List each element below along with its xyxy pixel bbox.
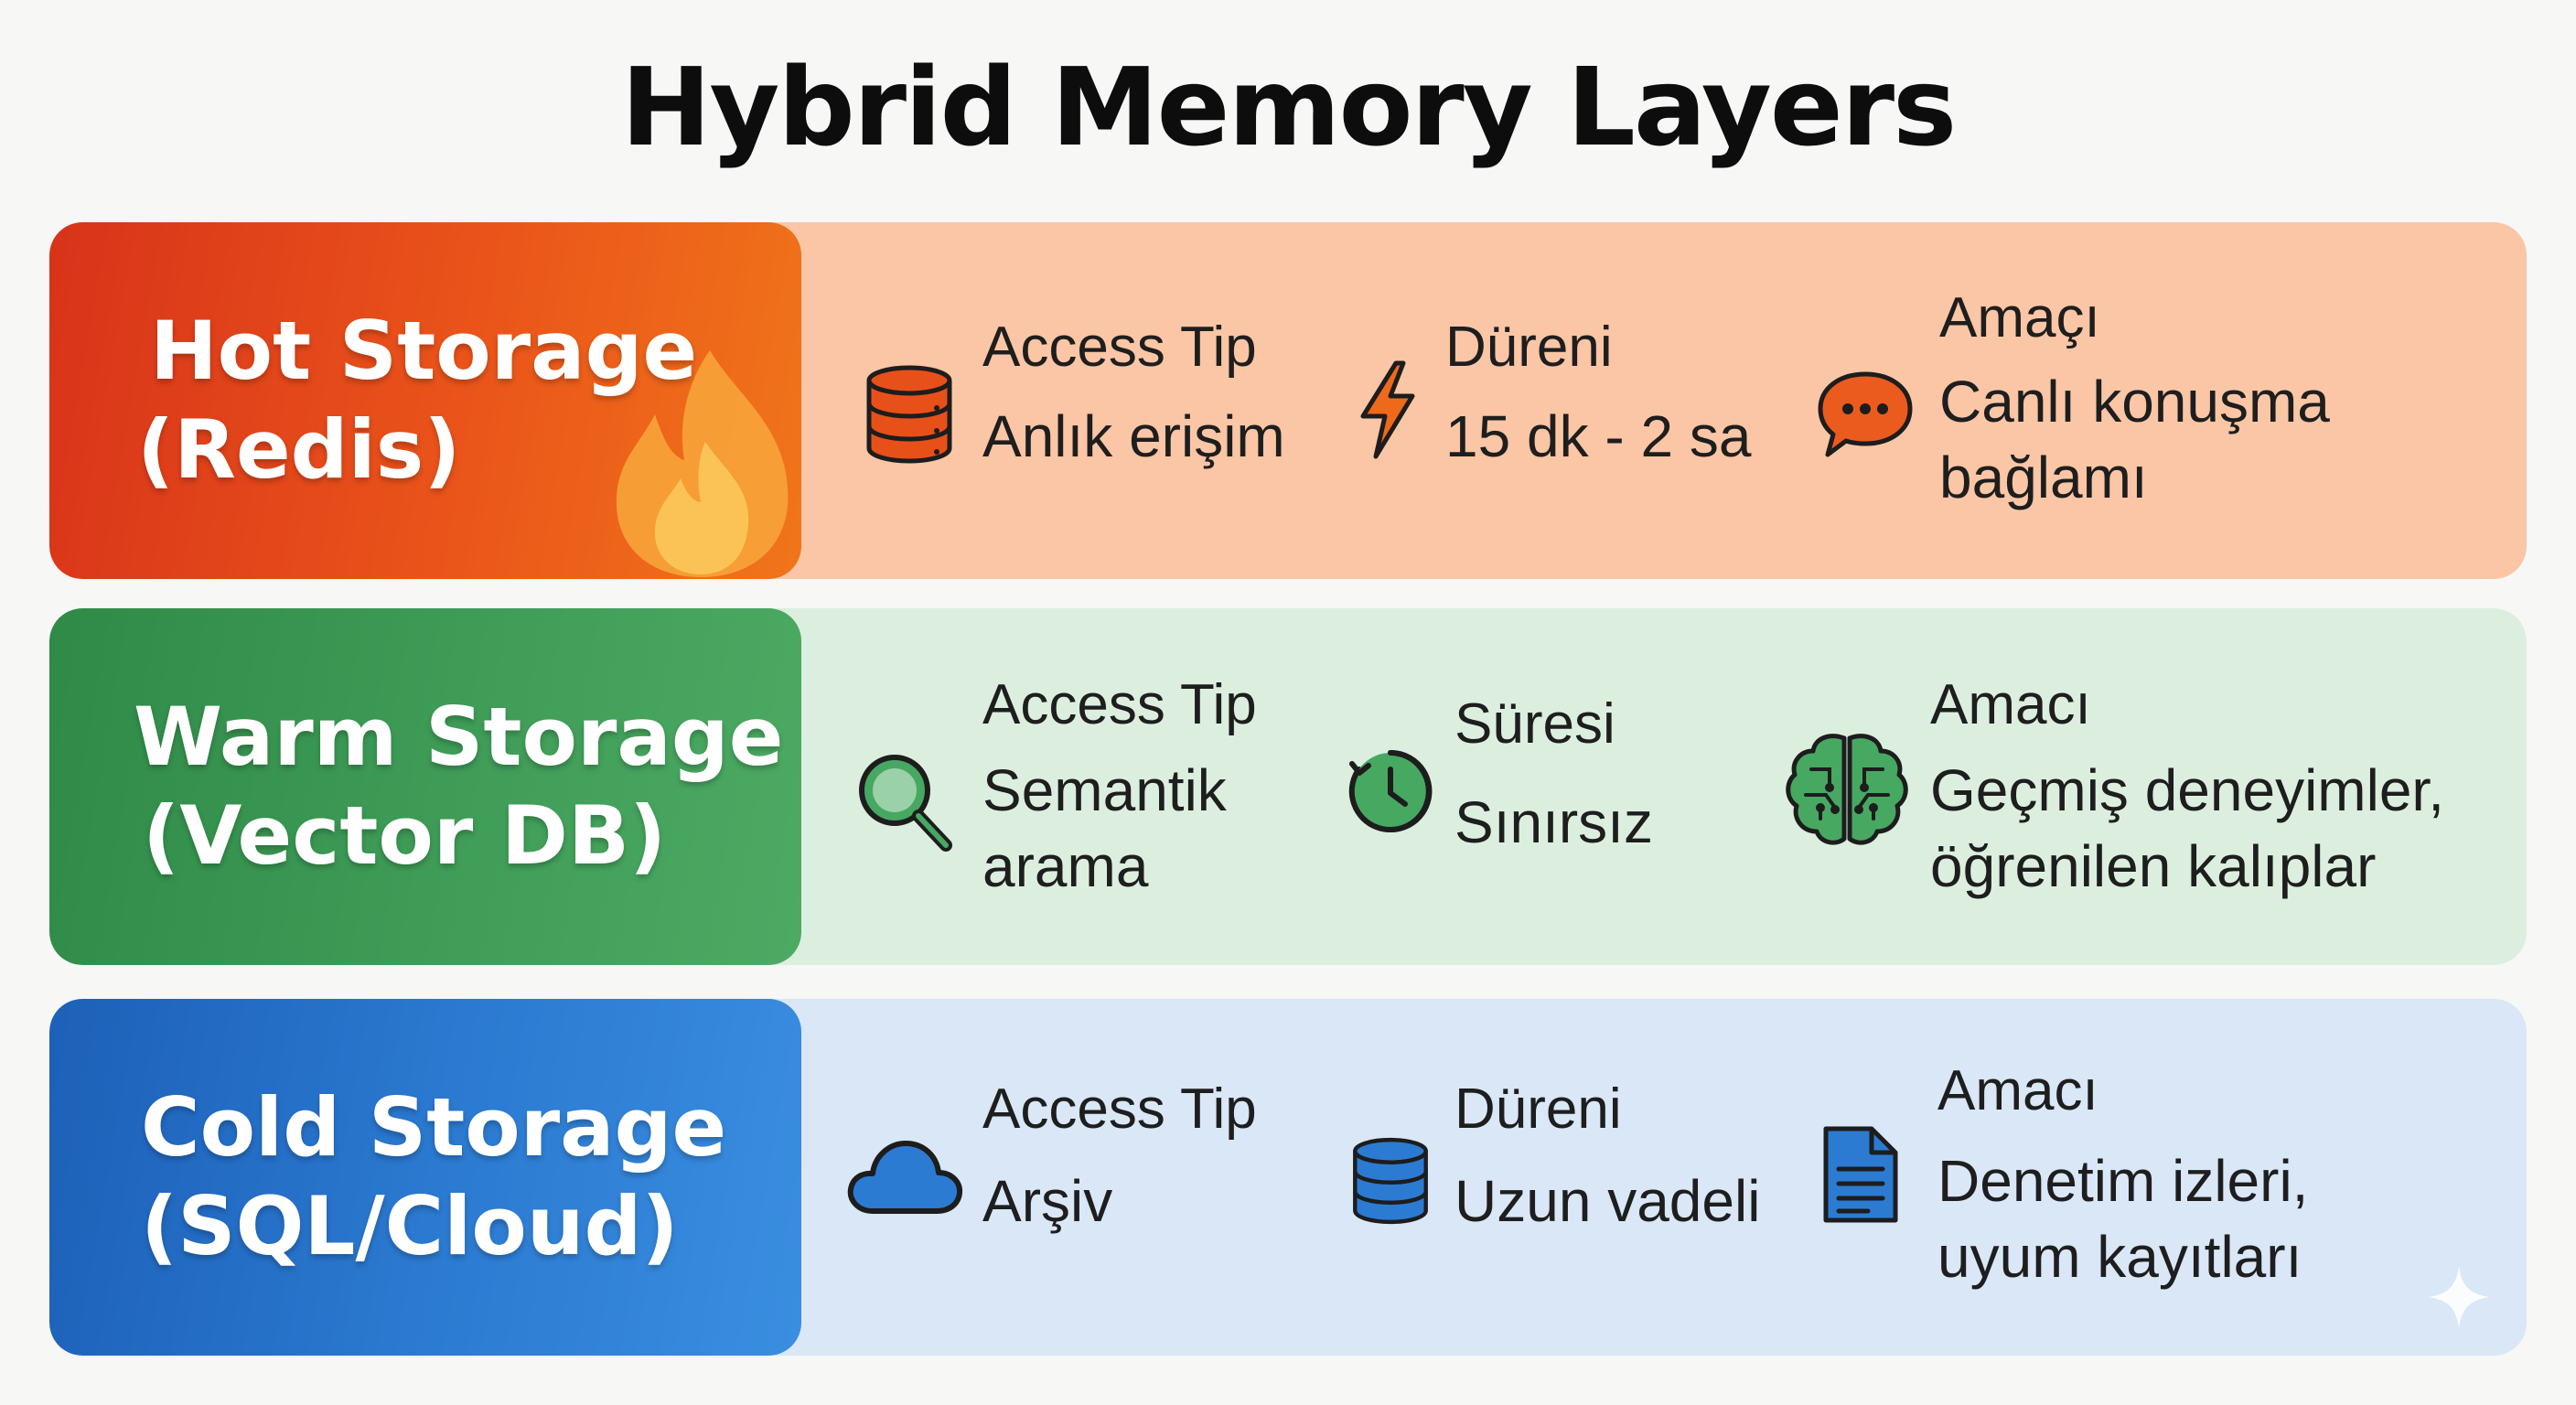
- purpose-value-line2: öğrenilen kalıplar: [1930, 833, 2377, 899]
- purpose-value-line1: Geçmiş deneyimler,: [1930, 757, 2444, 823]
- chat-bubble-icon: [1818, 371, 1913, 457]
- sparkle-icon: [2428, 1266, 2490, 1328]
- layer-label-warm: Warm Storage (Vector DB): [49, 608, 801, 965]
- purpose-value-line2: uyum kayıtları: [1937, 1224, 2302, 1290]
- flame-icon: [616, 350, 789, 577]
- layer-row-hot: Hot Storage (Redis) Access Tip Anlık eri…: [49, 222, 2527, 579]
- duration-value: Sınırsız: [1454, 789, 1653, 855]
- duration-value: Uzun vadeli: [1454, 1168, 1761, 1234]
- purpose-label: Amaçı: [1939, 286, 2100, 349]
- duration-value: 15 dk - 2 sa: [1445, 403, 1752, 469]
- layer-row-cold: Cold Storage (SQL/Cloud) Access Tip Arşi…: [49, 999, 2527, 1356]
- duration-label: Düreni: [1454, 1078, 1622, 1141]
- layer-label-hot: Hot Storage (Redis): [49, 222, 801, 579]
- layer-name: Hot Storage: [150, 304, 698, 398]
- access-label: Access Tip: [982, 673, 1257, 736]
- duration-label: Düreni: [1445, 316, 1613, 379]
- layer-row-warm: Warm Storage (Vector DB) Access Tip Sema…: [49, 608, 2527, 965]
- access-label: Access Tip: [982, 1078, 1257, 1141]
- purpose-value-line1: Canlı konuşma: [1939, 369, 2330, 434]
- clock-icon: [1348, 749, 1433, 832]
- cloud-icon: [847, 1141, 963, 1214]
- brain-icon: [1786, 734, 1908, 845]
- document-icon: [1823, 1126, 1898, 1223]
- purpose-value-line2: bağlamı: [1939, 445, 2148, 510]
- layer-name: Cold Storage: [141, 1080, 727, 1174]
- access-value-line2: arama: [982, 833, 1149, 899]
- layer-name: Warm Storage: [134, 690, 784, 784]
- layer-subname: (SQL/Cloud): [141, 1179, 679, 1273]
- layer-subname: (Redis): [137, 402, 461, 497]
- access-value: Arşiv: [982, 1168, 1113, 1234]
- access-label: Access Tip: [982, 316, 1257, 379]
- access-value: Anlık erişim: [982, 403, 1285, 469]
- layer-subname: (Vector DB): [143, 788, 667, 883]
- layer-label-cold: Cold Storage (SQL/Cloud): [49, 999, 801, 1356]
- search-icon: [859, 755, 952, 852]
- duration-label: Süresi: [1454, 692, 1615, 756]
- page-title: Hybrid Memory Layers: [620, 44, 1958, 170]
- database-icon: [866, 365, 952, 464]
- purpose-label: Amacı: [1930, 673, 2091, 736]
- purpose-label: Amacı: [1937, 1059, 2098, 1122]
- lightning-icon: [1360, 360, 1415, 459]
- database-icon: [1353, 1137, 1428, 1225]
- purpose-value-line1: Denetim izleri,: [1937, 1148, 2309, 1214]
- access-value: Semantik: [982, 757, 1227, 823]
